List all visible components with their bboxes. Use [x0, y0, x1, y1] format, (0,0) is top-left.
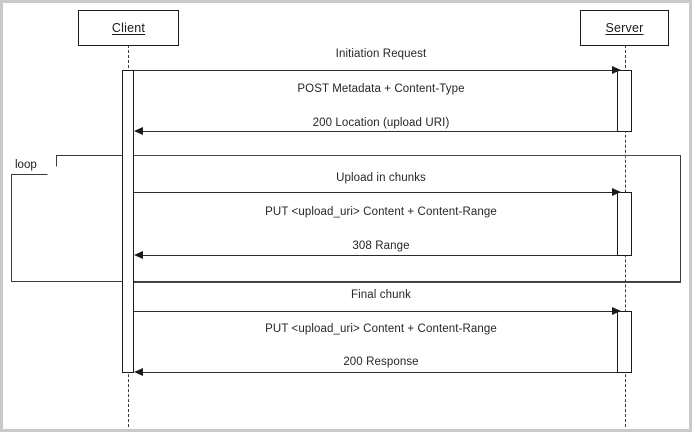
note-initiation-request: Initiation Request — [335, 48, 427, 60]
participant-box-client[interactable]: Client — [78, 10, 179, 46]
arrowhead-put-chunk — [612, 187, 621, 196]
arrowhead-200-location — [134, 126, 143, 135]
message-label-put-final: PUT <upload_uri> Content + Content-Range — [265, 323, 497, 335]
arrowhead-put-final — [612, 306, 621, 315]
message-line-308-range[interactable] — [140, 255, 618, 256]
fragment-loop-label: loop — [15, 158, 37, 171]
fragment-loop-tab: loop — [11, 155, 57, 175]
participant-label-client: Client — [111, 21, 146, 35]
message-line-put-final[interactable] — [134, 311, 621, 312]
diagram-background — [3, 3, 689, 429]
message-label-put-chunk: PUT <upload_uri> Content + Content-Range — [265, 206, 497, 218]
activation-bar-server-final — [617, 311, 632, 373]
arrowhead-200-response — [134, 367, 143, 376]
separator-initiation-bottom — [134, 155, 681, 156]
separator-loop-bottom — [134, 282, 681, 283]
message-line-put-chunk[interactable] — [134, 192, 621, 193]
activation-bar-server-chunk — [617, 192, 632, 256]
arrowhead-post-metadata — [612, 65, 621, 74]
participant-box-server[interactable]: Server — [580, 10, 669, 46]
note-final-chunk: Final chunk — [351, 289, 411, 301]
message-label-308-range: 308 Range — [352, 240, 410, 252]
message-line-200-response[interactable] — [140, 372, 618, 373]
note-upload-in-chunks: Upload in chunks — [336, 172, 426, 184]
message-label-200-location: 200 Location (upload URI) — [312, 117, 450, 129]
activation-bar-client — [122, 70, 134, 373]
arrowhead-308-range — [134, 250, 143, 259]
participant-label-server: Server — [605, 21, 644, 35]
message-line-200-location[interactable] — [140, 131, 618, 132]
message-label-200-response: 200 Response — [343, 356, 419, 368]
message-label-post-metadata: POST Metadata + Content-Type — [297, 83, 465, 95]
message-line-post-metadata[interactable] — [134, 70, 621, 71]
activation-bar-server-initiation — [617, 70, 632, 132]
